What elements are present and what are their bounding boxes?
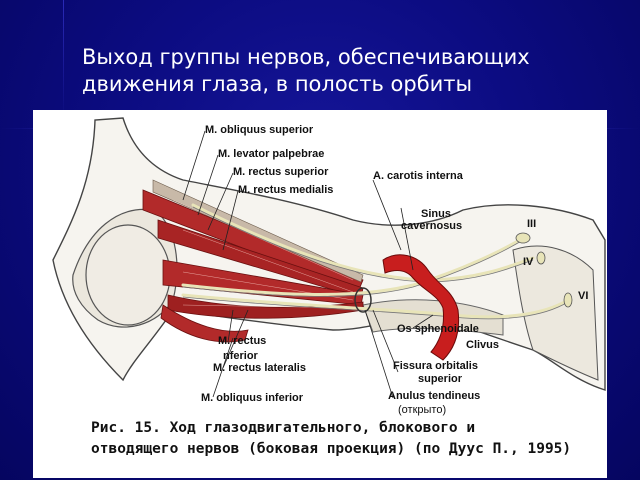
label-cavernosus: cavernosus — [401, 220, 463, 232]
decorative-vertical-line — [63, 0, 64, 120]
label-anulus-1: Anulus tendineus — [388, 390, 481, 402]
label-nerve-iii: III — [527, 218, 537, 230]
nerve-outlines — [182, 206, 569, 320]
label-levator-palpebrae: M. levator palpebrae — [218, 148, 325, 160]
nerve-bundle — [181, 203, 570, 319]
label-carotis-interna: A. carotis interna — [373, 170, 463, 182]
figure-caption: Рис. 15. Ход глазодвигательного, блоково… — [91, 418, 601, 460]
muscle-obliquus-inferior — [160, 304, 249, 343]
anatomy-figure: M. obliquus superior M. levator palpebra… — [33, 110, 607, 478]
orbit-illustration — [52, 117, 606, 399]
label-rectus-medialis: M. rectus medialis — [238, 184, 334, 196]
anulus-tendineus — [354, 287, 372, 313]
slide-title: Выход группы нервов, обеспечивающих движ… — [82, 44, 602, 98]
label-rectus-inferior-1: M. rectus — [218, 335, 267, 347]
leader-lines — [182, 130, 434, 399]
caption-line-1: Рис. 15. Ход глазодвигательного, блоково… — [91, 420, 476, 436]
label-rectus-inferior-2: nferior — [223, 350, 258, 362]
label-nerve-vi: VI — [578, 290, 589, 302]
nerve-vi-path — [181, 293, 570, 319]
label-anulus-2: (открыто) — [398, 404, 447, 416]
clivus-bone — [512, 245, 599, 381]
nerve-vi-root — [563, 292, 573, 308]
label-sinus: Sinus — [421, 208, 451, 220]
label-obliquus-superior: M. obliquus superior — [205, 124, 314, 136]
label-rectus-superior: M. rectus superior — [233, 166, 329, 178]
slide-title-line-1: Выход группы нервов, обеспечивающих — [82, 45, 530, 69]
sphenoid-bone — [362, 299, 504, 336]
label-os-sphenoidale: Os sphenoidale — [397, 323, 479, 335]
nerve-iv-path — [191, 203, 535, 282]
caption-line-2: отводящего нервов (боковая проекция) (по… — [91, 441, 572, 457]
carotid-artery — [382, 254, 460, 361]
label-nerve-iv: IV — [523, 256, 534, 268]
label-fissura-2: superior — [418, 373, 463, 385]
nerve-iii-path — [181, 236, 525, 296]
slide-title-line-2: движения глаза, в полость орбиты — [82, 72, 473, 96]
label-clivus: Clivus — [466, 339, 500, 351]
label-fissura-1: Fissura orbitalis — [393, 360, 478, 372]
eyeball — [85, 224, 171, 326]
label-rectus-lateralis: M. rectus lateralis — [213, 362, 306, 374]
nerve-iii-root — [515, 232, 531, 244]
label-obliquus-inferior: M. obliquus inferior — [201, 392, 304, 404]
nerve-iv-root — [536, 251, 546, 265]
